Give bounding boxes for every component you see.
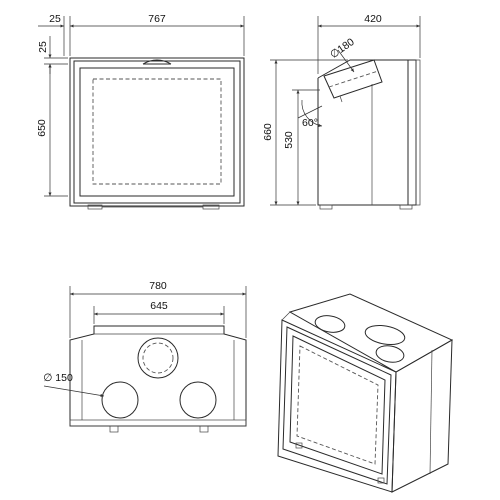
- top-inlet-diameter: ∅ 150: [43, 372, 73, 384]
- iso-glass: [289, 335, 386, 475]
- front-top-frame-dimension: 25: [37, 41, 49, 53]
- top-inlet-circle-right: [179, 381, 217, 419]
- top-inner-width-dimension: 645: [150, 300, 168, 312]
- isometric-view: [277, 293, 454, 493]
- side-outlet-collar: [323, 59, 383, 103]
- iso-outlet-collar: [364, 324, 406, 346]
- iso-foot-right: [377, 477, 385, 484]
- side-depth-dimension: 420: [364, 13, 382, 25]
- iso-foot-left: [295, 442, 303, 449]
- top-foot-right: [199, 425, 209, 433]
- front-outer-frame: [69, 57, 245, 207]
- front-frame-dimension: 25: [49, 13, 61, 25]
- top-outer-width-dimension: 780: [149, 280, 167, 292]
- front-top-handle: [142, 59, 172, 65]
- iso-collar-right: [375, 345, 405, 363]
- iso-front-frame: [282, 326, 392, 485]
- iso-side-face: [391, 339, 453, 493]
- side-foot-left: [319, 204, 333, 210]
- side-frame-strip: [415, 59, 421, 206]
- top-outlet-inner: [142, 342, 174, 374]
- front-width-dimension: 767: [148, 13, 166, 25]
- front-glass-outline: [79, 67, 235, 197]
- side-foot-right: [399, 204, 413, 210]
- front-frame-inner-edge: [73, 60, 241, 204]
- front-glass-dashed: [92, 78, 222, 185]
- iso-top-left-edge: [281, 311, 291, 321]
- side-view: 420 ∅180 660 530 60°: [262, 13, 421, 210]
- side-outlet-diameter: ∅180: [328, 36, 357, 61]
- front-height-dimension: 650: [36, 119, 48, 137]
- iso-front-face: [277, 319, 397, 493]
- side-total-height-dimension: 660: [262, 123, 274, 141]
- iso-collar-left: [314, 315, 346, 333]
- top-inlet-circle-left: [101, 381, 139, 419]
- top-view: 780 645 ∅ 150: [43, 280, 247, 433]
- side-body-outline: [317, 59, 417, 206]
- iso-side-edge: [429, 349, 433, 475]
- top-outer-outline: [69, 325, 247, 427]
- top-front-frame: [69, 419, 247, 427]
- iso-glass-dashed: [296, 345, 379, 465]
- side-inner-height-dimension: 530: [283, 131, 295, 149]
- side-angle-dimension: 60°: [302, 117, 318, 129]
- top-foot-left: [109, 425, 119, 433]
- front-view: 767 25 25 650: [36, 13, 245, 210]
- top-outlet-circle: [137, 337, 179, 379]
